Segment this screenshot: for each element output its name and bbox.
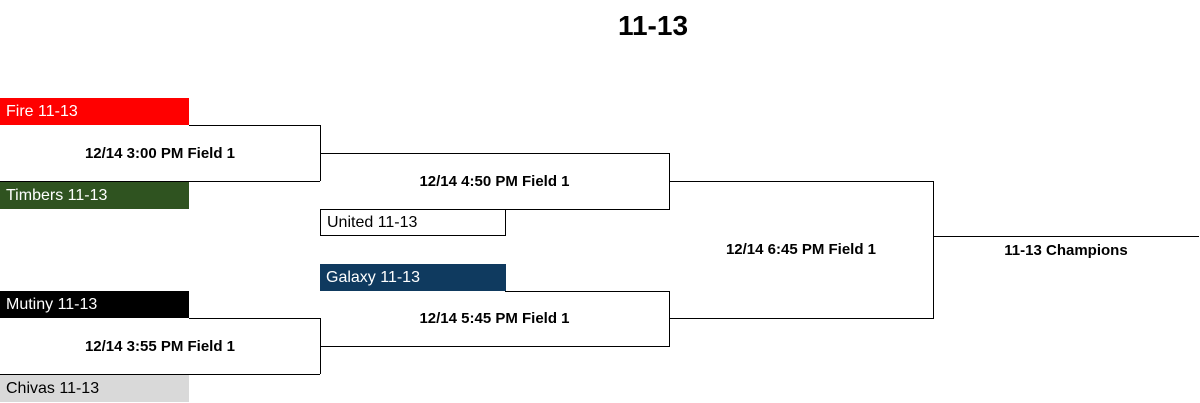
bracket-line — [505, 291, 669, 292]
match-final: 12/14 6:45 PM Field 1 — [725, 241, 877, 258]
team-chivas: Chivas 11-13 — [0, 375, 189, 402]
bracket-line — [669, 181, 934, 182]
team-galaxy: Galaxy 11-13 — [320, 264, 506, 291]
bracket-line — [189, 125, 320, 126]
match-r1-bottom: 12/14 3:55 PM Field 1 — [84, 338, 236, 355]
match-r2-bottom: 12/14 5:45 PM Field 1 — [419, 310, 570, 327]
match-r2-top: 12/14 4:50 PM Field 1 — [419, 173, 570, 190]
bracket-title: 11-13 — [617, 10, 689, 41]
bracket-line — [505, 209, 670, 210]
bracket-line — [669, 318, 934, 319]
match-r1-top: 12/14 3:00 PM Field 1 — [84, 145, 236, 162]
bracket-line — [0, 181, 320, 182]
bracket-line — [320, 153, 669, 154]
bracket-line — [669, 291, 670, 347]
bracket-line — [189, 318, 320, 319]
bracket-line — [320, 346, 670, 347]
team-timbers: Timbers 11-13 — [0, 182, 189, 209]
bracket-line — [0, 374, 320, 375]
champion-label: 11-13 Champions — [1004, 242, 1128, 259]
team-united: United 11-13 — [320, 209, 506, 236]
team-fire: Fire 11-13 — [0, 98, 189, 125]
bracket-line — [933, 236, 1199, 237]
bracket-line — [933, 181, 934, 319]
team-mutiny: Mutiny 11-13 — [0, 291, 189, 318]
